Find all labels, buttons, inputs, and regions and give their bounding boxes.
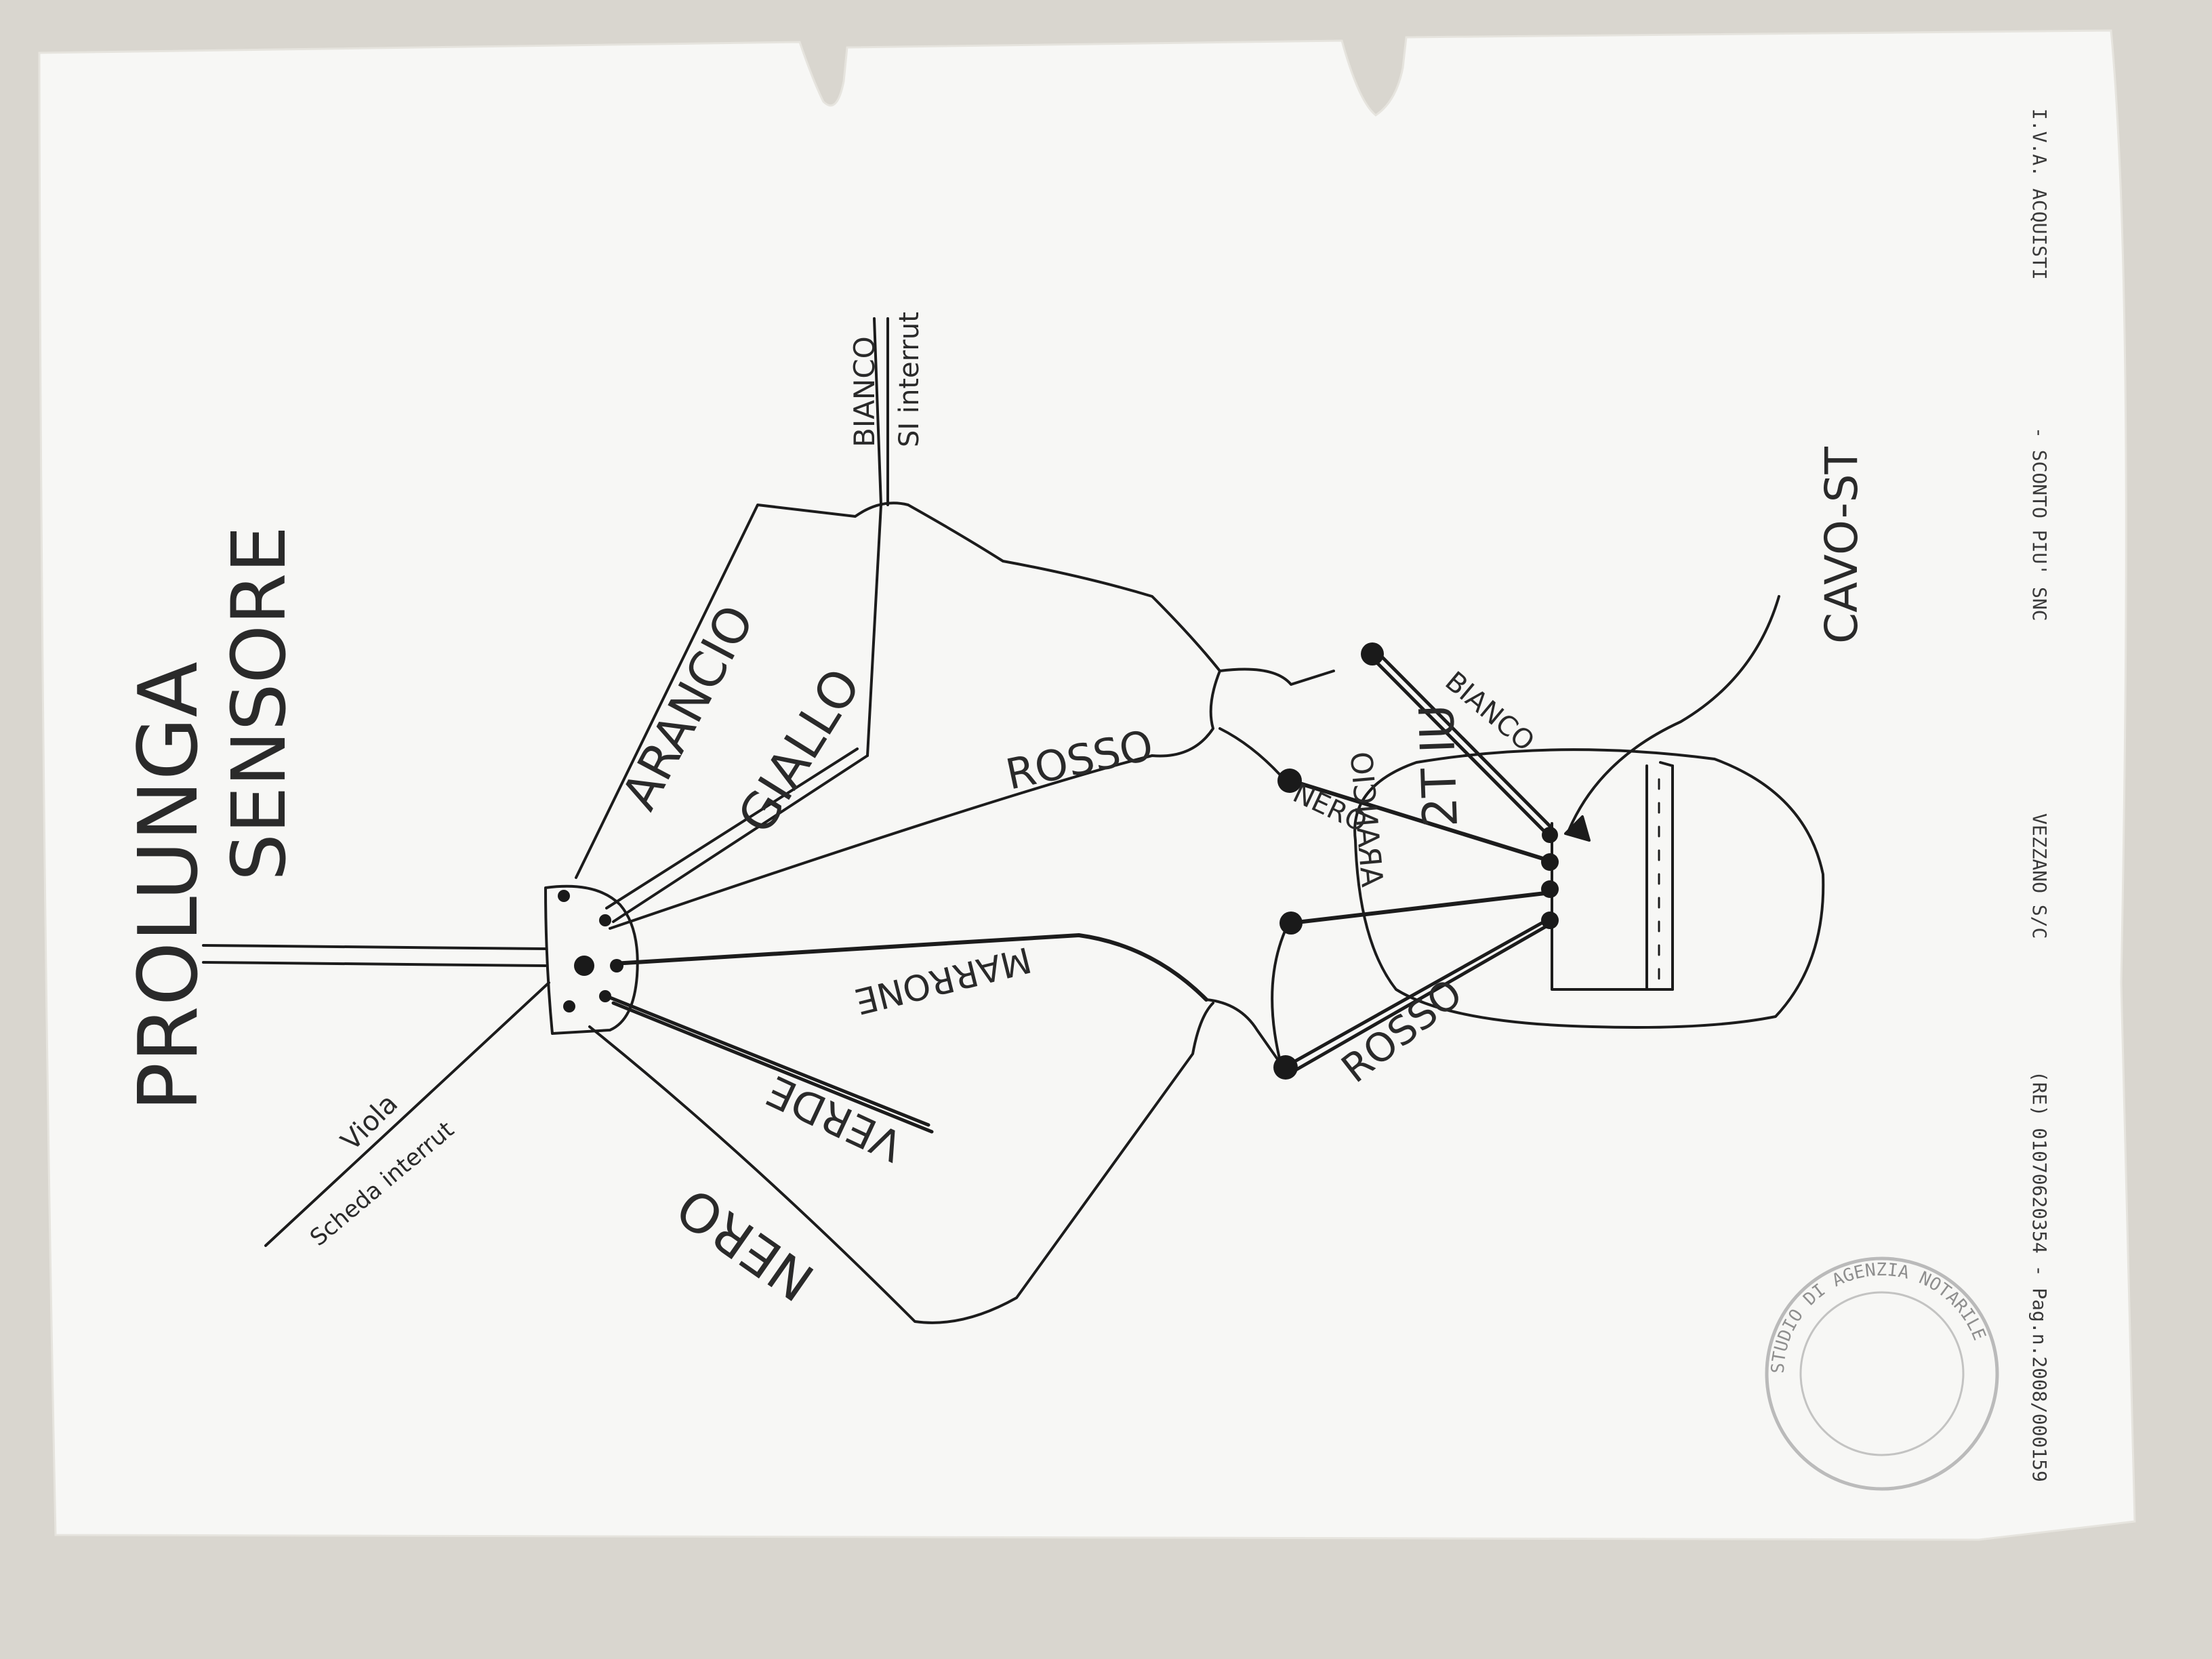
outer-nodes (1273, 642, 1384, 1080)
label-cavo-st: CAVO-ST (1816, 447, 1868, 644)
printed-header-line3: VEZZANO S/C (2028, 813, 2051, 939)
bianco-wire (866, 317, 889, 757)
nero-connector-wire (1289, 779, 1547, 861)
arancio-wire (575, 501, 1335, 879)
terminal-strip (1645, 764, 1674, 991)
label-connector-name: 2T IU (1409, 703, 1469, 828)
marrone-wire (611, 933, 1208, 1002)
printed-header-line2: - SCONTO PIU' SNC (2028, 427, 2051, 621)
lower-loop (1205, 998, 1282, 1065)
connector-arrow (1564, 815, 1591, 842)
hub-box (544, 884, 639, 1035)
arancio-connector-wire (1289, 891, 1547, 925)
title-line2: SENSORE (216, 526, 302, 881)
title-line1: PROLUNGA (122, 661, 216, 1111)
printed-header-line1: I.V.A. ACQUISTI (2028, 108, 2051, 280)
giallo-wire (605, 747, 869, 923)
rosso-connector-wire (1286, 918, 1554, 1073)
node-link-nero (1218, 727, 1286, 781)
connector-terminals (1541, 827, 1559, 929)
printed-header-line4: (RE) 01070620354 - Pag.n.2008/000159 (2028, 1071, 2051, 1482)
outer-loop (609, 670, 1221, 930)
paper-sheet (38, 29, 2136, 1541)
cavo-st-lead (1568, 595, 1780, 832)
sensor-cable (202, 944, 547, 967)
hub-pins (558, 890, 623, 1012)
verde-wire (605, 994, 934, 1134)
label-si-interrut: SI interrut (894, 312, 925, 447)
viola-wire (264, 981, 550, 1247)
nero-lower-wire (588, 1002, 1214, 1324)
node-link-arancio (1271, 924, 1289, 1065)
bianco-connector-wire (1368, 650, 1554, 836)
label-bianco-top: BIANCO (848, 336, 881, 447)
